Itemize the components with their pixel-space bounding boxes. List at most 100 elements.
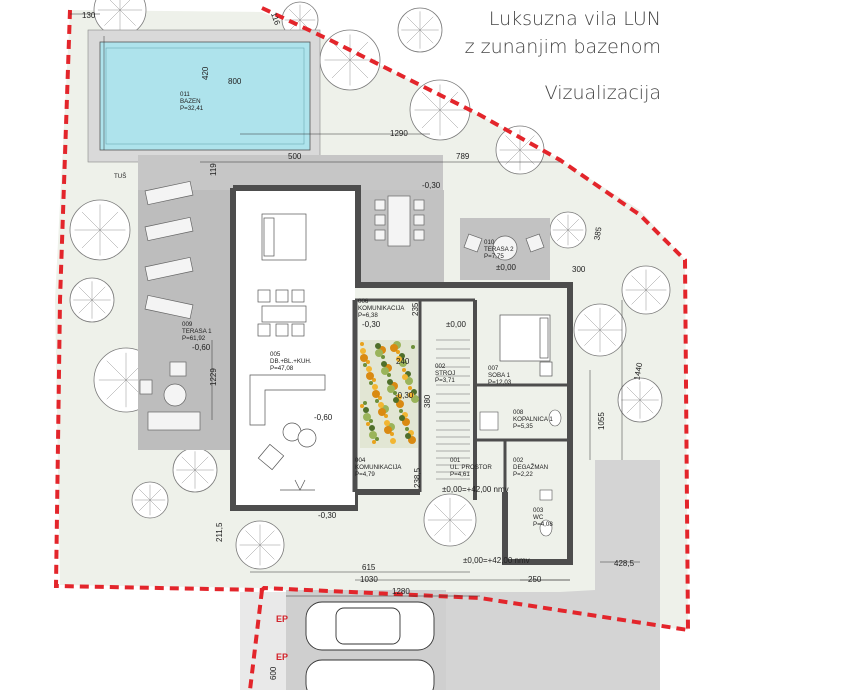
- plant: [360, 348, 366, 354]
- tree-branch: [99, 229, 119, 249]
- tree-branch: [331, 41, 351, 61]
- level-floor: ±0,00: [446, 320, 467, 329]
- dim-240: 240: [396, 357, 410, 366]
- plant: [405, 427, 409, 431]
- tree-branch: [104, 9, 121, 26]
- plant: [387, 379, 393, 385]
- tree-branch: [91, 286, 106, 301]
- tree-branch: [245, 530, 261, 546]
- room-id: 007: [488, 365, 499, 372]
- dim-250: 250: [528, 575, 542, 584]
- tree-branch: [78, 286, 93, 301]
- tree-branch: [599, 329, 616, 346]
- room-name: TERASA 1: [182, 328, 212, 335]
- sun-loungers: [144, 180, 194, 320]
- terrace-furniture: [139, 361, 201, 431]
- dim-800: 800: [228, 77, 242, 86]
- room-area: P=3,71: [435, 377, 455, 384]
- plant: [366, 366, 372, 372]
- room-area: P=4,08: [533, 521, 553, 528]
- room-id: 001: [450, 457, 461, 464]
- tree-branch: [194, 469, 209, 484]
- tree-branch: [331, 59, 351, 79]
- plant: [366, 360, 370, 364]
- room-id: 002: [513, 457, 524, 464]
- tree-branch: [584, 329, 601, 346]
- plant: [390, 432, 394, 436]
- tree-branch: [81, 211, 101, 231]
- room-area: P=47,08: [270, 365, 294, 372]
- tree-branch: [439, 109, 459, 129]
- tree-branch: [419, 16, 434, 31]
- level-living: -0,60: [314, 413, 333, 422]
- ep-label-2: EP: [276, 652, 288, 662]
- tree-branch: [599, 314, 616, 331]
- room-name: BAZEN: [180, 98, 201, 105]
- room-dnevna: 005 DB.+BL.+KUH. P=47,08: [270, 351, 312, 372]
- tree-branch: [194, 456, 209, 471]
- dim-380: 380: [423, 394, 432, 408]
- plot-border-east: [261, 6, 690, 631]
- title-line-1: Luksuzna vila LUN: [488, 8, 661, 30]
- room-id: 011: [180, 91, 190, 98]
- dimension-lines: [70, 13, 640, 597]
- tree-branch: [439, 91, 459, 111]
- room-area: P=4,79: [355, 471, 375, 478]
- level-top: -0,30: [422, 181, 441, 190]
- room-name: KOMUNIKACIJA: [355, 464, 402, 471]
- ep-label-1: EP: [276, 614, 288, 624]
- dim-615: 615: [362, 563, 376, 572]
- tree-branch: [139, 499, 151, 511]
- room-name: SOBA 1: [488, 372, 511, 379]
- tree-branch: [557, 229, 569, 241]
- plant: [372, 390, 380, 398]
- tree-branch: [119, 9, 136, 26]
- tree-branch: [567, 219, 579, 231]
- tree-branch: [449, 504, 466, 521]
- plant: [399, 415, 405, 421]
- plant: [381, 367, 389, 375]
- dim-789: 789: [456, 152, 470, 161]
- stairs: [436, 339, 470, 480]
- tree-branch: [81, 229, 101, 249]
- plant: [375, 437, 379, 441]
- plant: [408, 392, 414, 398]
- level-terrace-2: ±0,00: [496, 263, 517, 272]
- tree-branch: [299, 9, 311, 21]
- plant: [402, 368, 406, 372]
- room-id: 005: [270, 351, 281, 358]
- bathroom-fixtures: [479, 409, 562, 537]
- tree-branch: [626, 386, 641, 401]
- dim-211-5: 211,5: [215, 522, 224, 542]
- dim-500: 500: [288, 152, 302, 161]
- plant: [390, 438, 396, 444]
- room-id: 003: [533, 507, 544, 514]
- tree-branch: [149, 489, 161, 501]
- level-communication: -0,30: [362, 320, 381, 329]
- tree-branch: [181, 456, 196, 471]
- tree-branch: [349, 41, 369, 61]
- tree-branch: [349, 59, 369, 79]
- level-courtyard: -0,30: [395, 391, 414, 400]
- room-kom6: 006 KOMUNIKACIJA P=6,38: [358, 298, 405, 319]
- tree-branch: [421, 109, 441, 129]
- plant: [363, 407, 369, 413]
- dining-furniture: [374, 195, 545, 261]
- room-id: 004: [355, 457, 366, 464]
- plant: [384, 420, 390, 426]
- plant: [411, 345, 415, 349]
- plant: [372, 384, 378, 390]
- tree-branch: [99, 211, 119, 231]
- level-terrace-1: -0,60: [192, 343, 211, 352]
- plant: [375, 343, 381, 349]
- room-terasa2: 010 TERASA 2 P=7,75: [484, 239, 514, 260]
- room-id: 009: [182, 321, 193, 328]
- room-area: P=5,35: [513, 423, 533, 430]
- room-bazen: 011 BAZEN P=32,41: [180, 91, 204, 112]
- tree-branch: [434, 519, 451, 536]
- plant: [402, 374, 408, 380]
- tree-branch: [109, 0, 121, 11]
